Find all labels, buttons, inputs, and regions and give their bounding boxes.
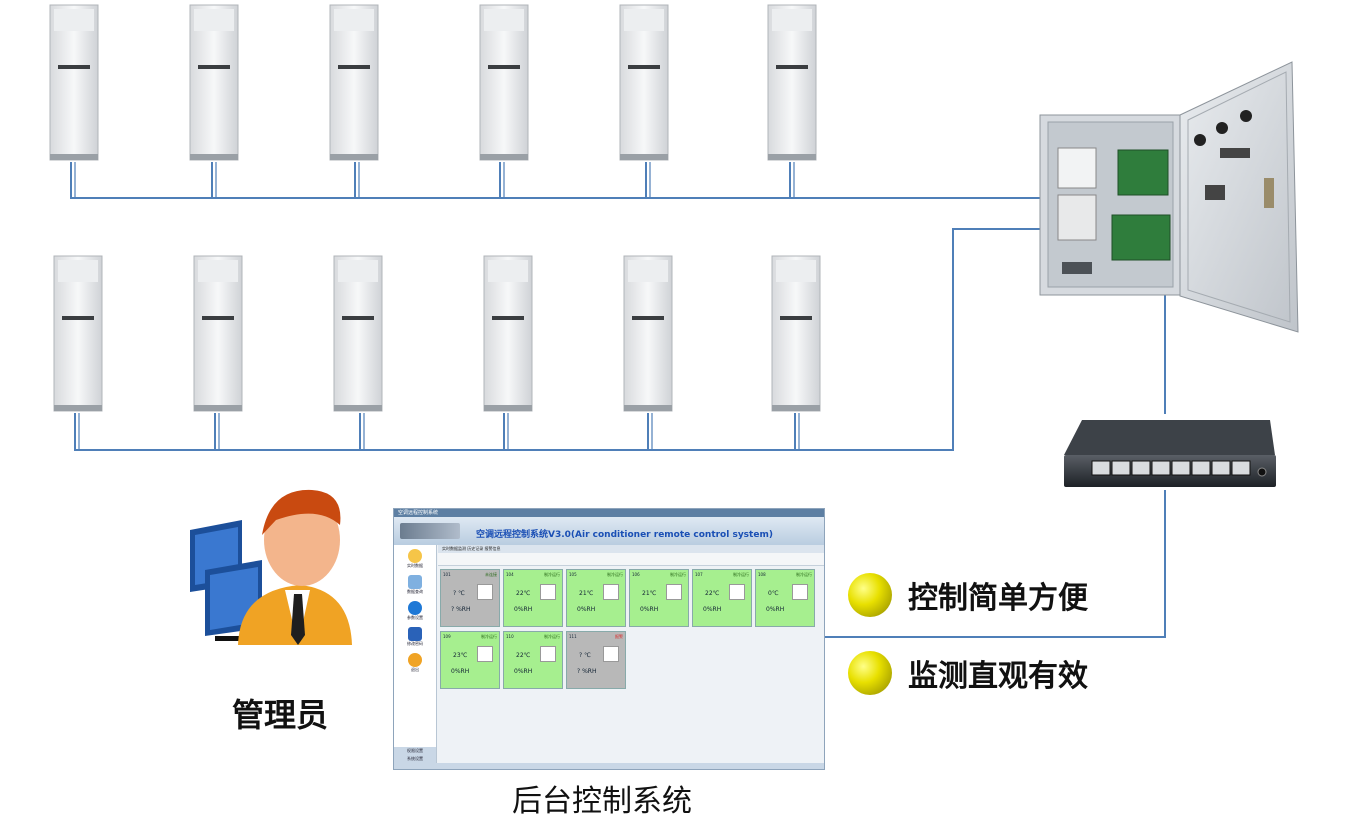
app-main: 实时数据监测 历史记录 报警信息 101 未连接 ? ℃ ? %RH 104 制… <box>438 545 824 769</box>
app-title: 空调远程控制系统V3.0(Air conditioner remote cont… <box>476 530 773 540</box>
ac-icon <box>477 646 493 662</box>
ac-icon <box>477 584 493 600</box>
bullet-dot-icon <box>848 573 892 617</box>
sidebar-item-system[interactable]: 系统设置 <box>394 755 436 763</box>
ac-unit <box>619 4 669 161</box>
ac-unit <box>49 4 99 161</box>
feature-text: 监测直观有效 <box>908 659 1088 694</box>
app-statusbar <box>394 763 824 769</box>
window-titlebar: 空调远程控制系统 <box>394 509 824 517</box>
software-caption: 后台控制系统 <box>512 784 692 819</box>
ac-icon <box>603 584 619 600</box>
sidebar-item-exit[interactable]: 退出 <box>396 653 434 675</box>
feature-item: 控制简单方便 <box>848 573 1088 617</box>
ac-icon <box>540 646 556 662</box>
unit-card[interactable]: 111 报警 ? ℃ ? %RH <box>566 631 626 689</box>
ac-icon <box>603 646 619 662</box>
ac-unit <box>329 4 379 161</box>
ac-unit-row-top <box>49 4 817 161</box>
ac-unit <box>53 255 103 412</box>
app-sidebar: 实时数据 数据查询 参数设置 修改密码 退出 权限设置 系统设置 <box>394 545 437 769</box>
app-tabs[interactable]: 实时数据监测 历史记录 报警信息 <box>438 545 824 553</box>
feature-item: 监测直观有效 <box>848 651 1088 695</box>
bus-top <box>70 162 1045 199</box>
unit-card[interactable]: 110 制冷运行 22℃ 0%RH <box>503 631 563 689</box>
unit-card[interactable]: 107 制冷运行 22℃ 0%RH <box>692 569 752 627</box>
unit-card[interactable]: 101 未连接 ? ℃ ? %RH <box>440 569 500 627</box>
ac-icon <box>540 584 556 600</box>
ac-unit <box>623 255 673 412</box>
unit-card[interactable]: 109 制冷运行 23℃ 0%RH <box>440 631 500 689</box>
ac-icon <box>729 584 745 600</box>
app-logo <box>400 523 460 539</box>
switch-pc-link <box>823 490 1166 638</box>
ac-unit <box>189 4 239 161</box>
feature-text: 控制简单方便 <box>908 581 1088 616</box>
magnifier-icon <box>408 575 422 589</box>
app-toolbar <box>438 553 824 566</box>
unit-card[interactable]: 105 制冷运行 21℃ 0%RH <box>566 569 626 627</box>
sidebar-item-settings[interactable]: 参数设置 <box>396 601 434 623</box>
ac-unit <box>479 4 529 161</box>
sidebar-item-realtime[interactable]: 实时数据 <box>396 549 434 571</box>
app-header: 空调远程控制系统V3.0(Air conditioner remote cont… <box>394 517 824 545</box>
admin-label: 管理员 <box>232 696 329 734</box>
ac-unit-row-bottom <box>53 255 821 412</box>
control-cabinet <box>1039 61 1299 333</box>
bus-lines <box>70 162 1166 638</box>
person-exit-icon <box>408 653 422 667</box>
ac-icon <box>792 584 808 600</box>
unit-card[interactable]: 104 制冷运行 22℃ 0%RH <box>503 569 563 627</box>
unit-card[interactable]: 106 制冷运行 21℃ 0%RH <box>629 569 689 627</box>
ac-unit <box>483 255 533 412</box>
ac-icon <box>666 584 682 600</box>
software-window: 空调远程控制系统 空调远程控制系统V3.0(Air conditioner re… <box>393 508 825 770</box>
sidebar-item-permission[interactable]: 权限设置 <box>394 747 436 755</box>
arrow-icon <box>408 601 422 615</box>
ac-unit <box>767 4 817 161</box>
network-switch <box>1064 420 1276 487</box>
administrator-figure <box>190 489 352 645</box>
sun-icon <box>408 549 422 563</box>
ac-unit <box>333 255 383 412</box>
sidebar-item-query[interactable]: 数据查询 <box>396 575 434 597</box>
unit-card[interactable]: 108 制冷运行 0℃ 0%RH <box>755 569 815 627</box>
ac-unit <box>193 255 243 412</box>
sidebar-item-password[interactable]: 修改密码 <box>396 627 434 649</box>
bus-bottom <box>74 228 1045 451</box>
bullet-dot-icon <box>848 651 892 695</box>
lock-icon <box>408 627 422 641</box>
ac-unit <box>771 255 821 412</box>
